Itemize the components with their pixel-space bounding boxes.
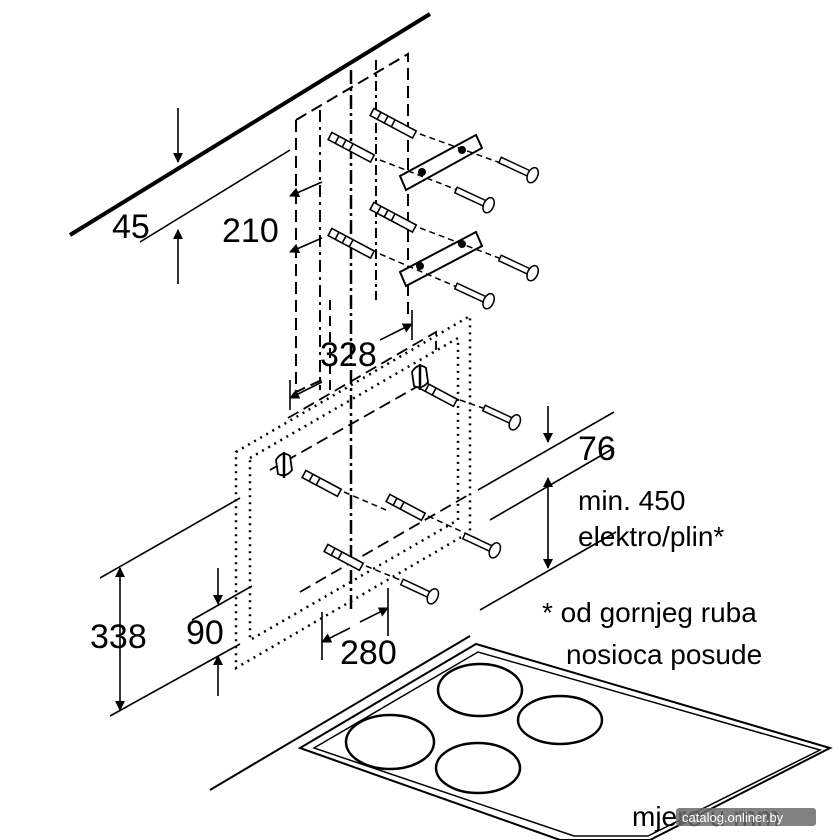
hood-body-outline [234, 313, 472, 671]
footnote-line2: nosioca posude [566, 639, 762, 670]
dim-min450-sublabel: elektro/plin* [578, 521, 724, 552]
middle-bracket [398, 230, 484, 288]
dim-76-label: 76 [578, 430, 616, 468]
burner-back-left [436, 662, 524, 718]
burner-back-right [516, 694, 604, 746]
upper-bracket [398, 133, 484, 192]
dimension-lines [99, 108, 617, 717]
dim-210-label: 210 [222, 212, 279, 250]
burner-front-right [434, 741, 522, 795]
watermark: catalog.onliner.by [682, 810, 784, 825]
dim-328-label: 328 [320, 336, 377, 374]
ceiling-line [68, 12, 432, 237]
screws [343, 133, 540, 605]
chimney-outline [295, 52, 409, 610]
dim-90-label: 90 [186, 614, 224, 652]
watermark-bg [676, 808, 816, 826]
hood-body-dashed [269, 330, 471, 593]
burner-front-left [344, 713, 436, 771]
cooktop [209, 635, 833, 840]
dim-280-label: 280 [340, 634, 397, 672]
dim-min450-label: min. 450 [578, 485, 685, 516]
dowels [301, 107, 459, 572]
dim-338-label: 338 [90, 618, 147, 656]
dim-45-label: 45 [112, 208, 150, 246]
footnote-line1: * od gornjeg ruba [542, 597, 757, 628]
keyhole-slots [275, 364, 429, 478]
